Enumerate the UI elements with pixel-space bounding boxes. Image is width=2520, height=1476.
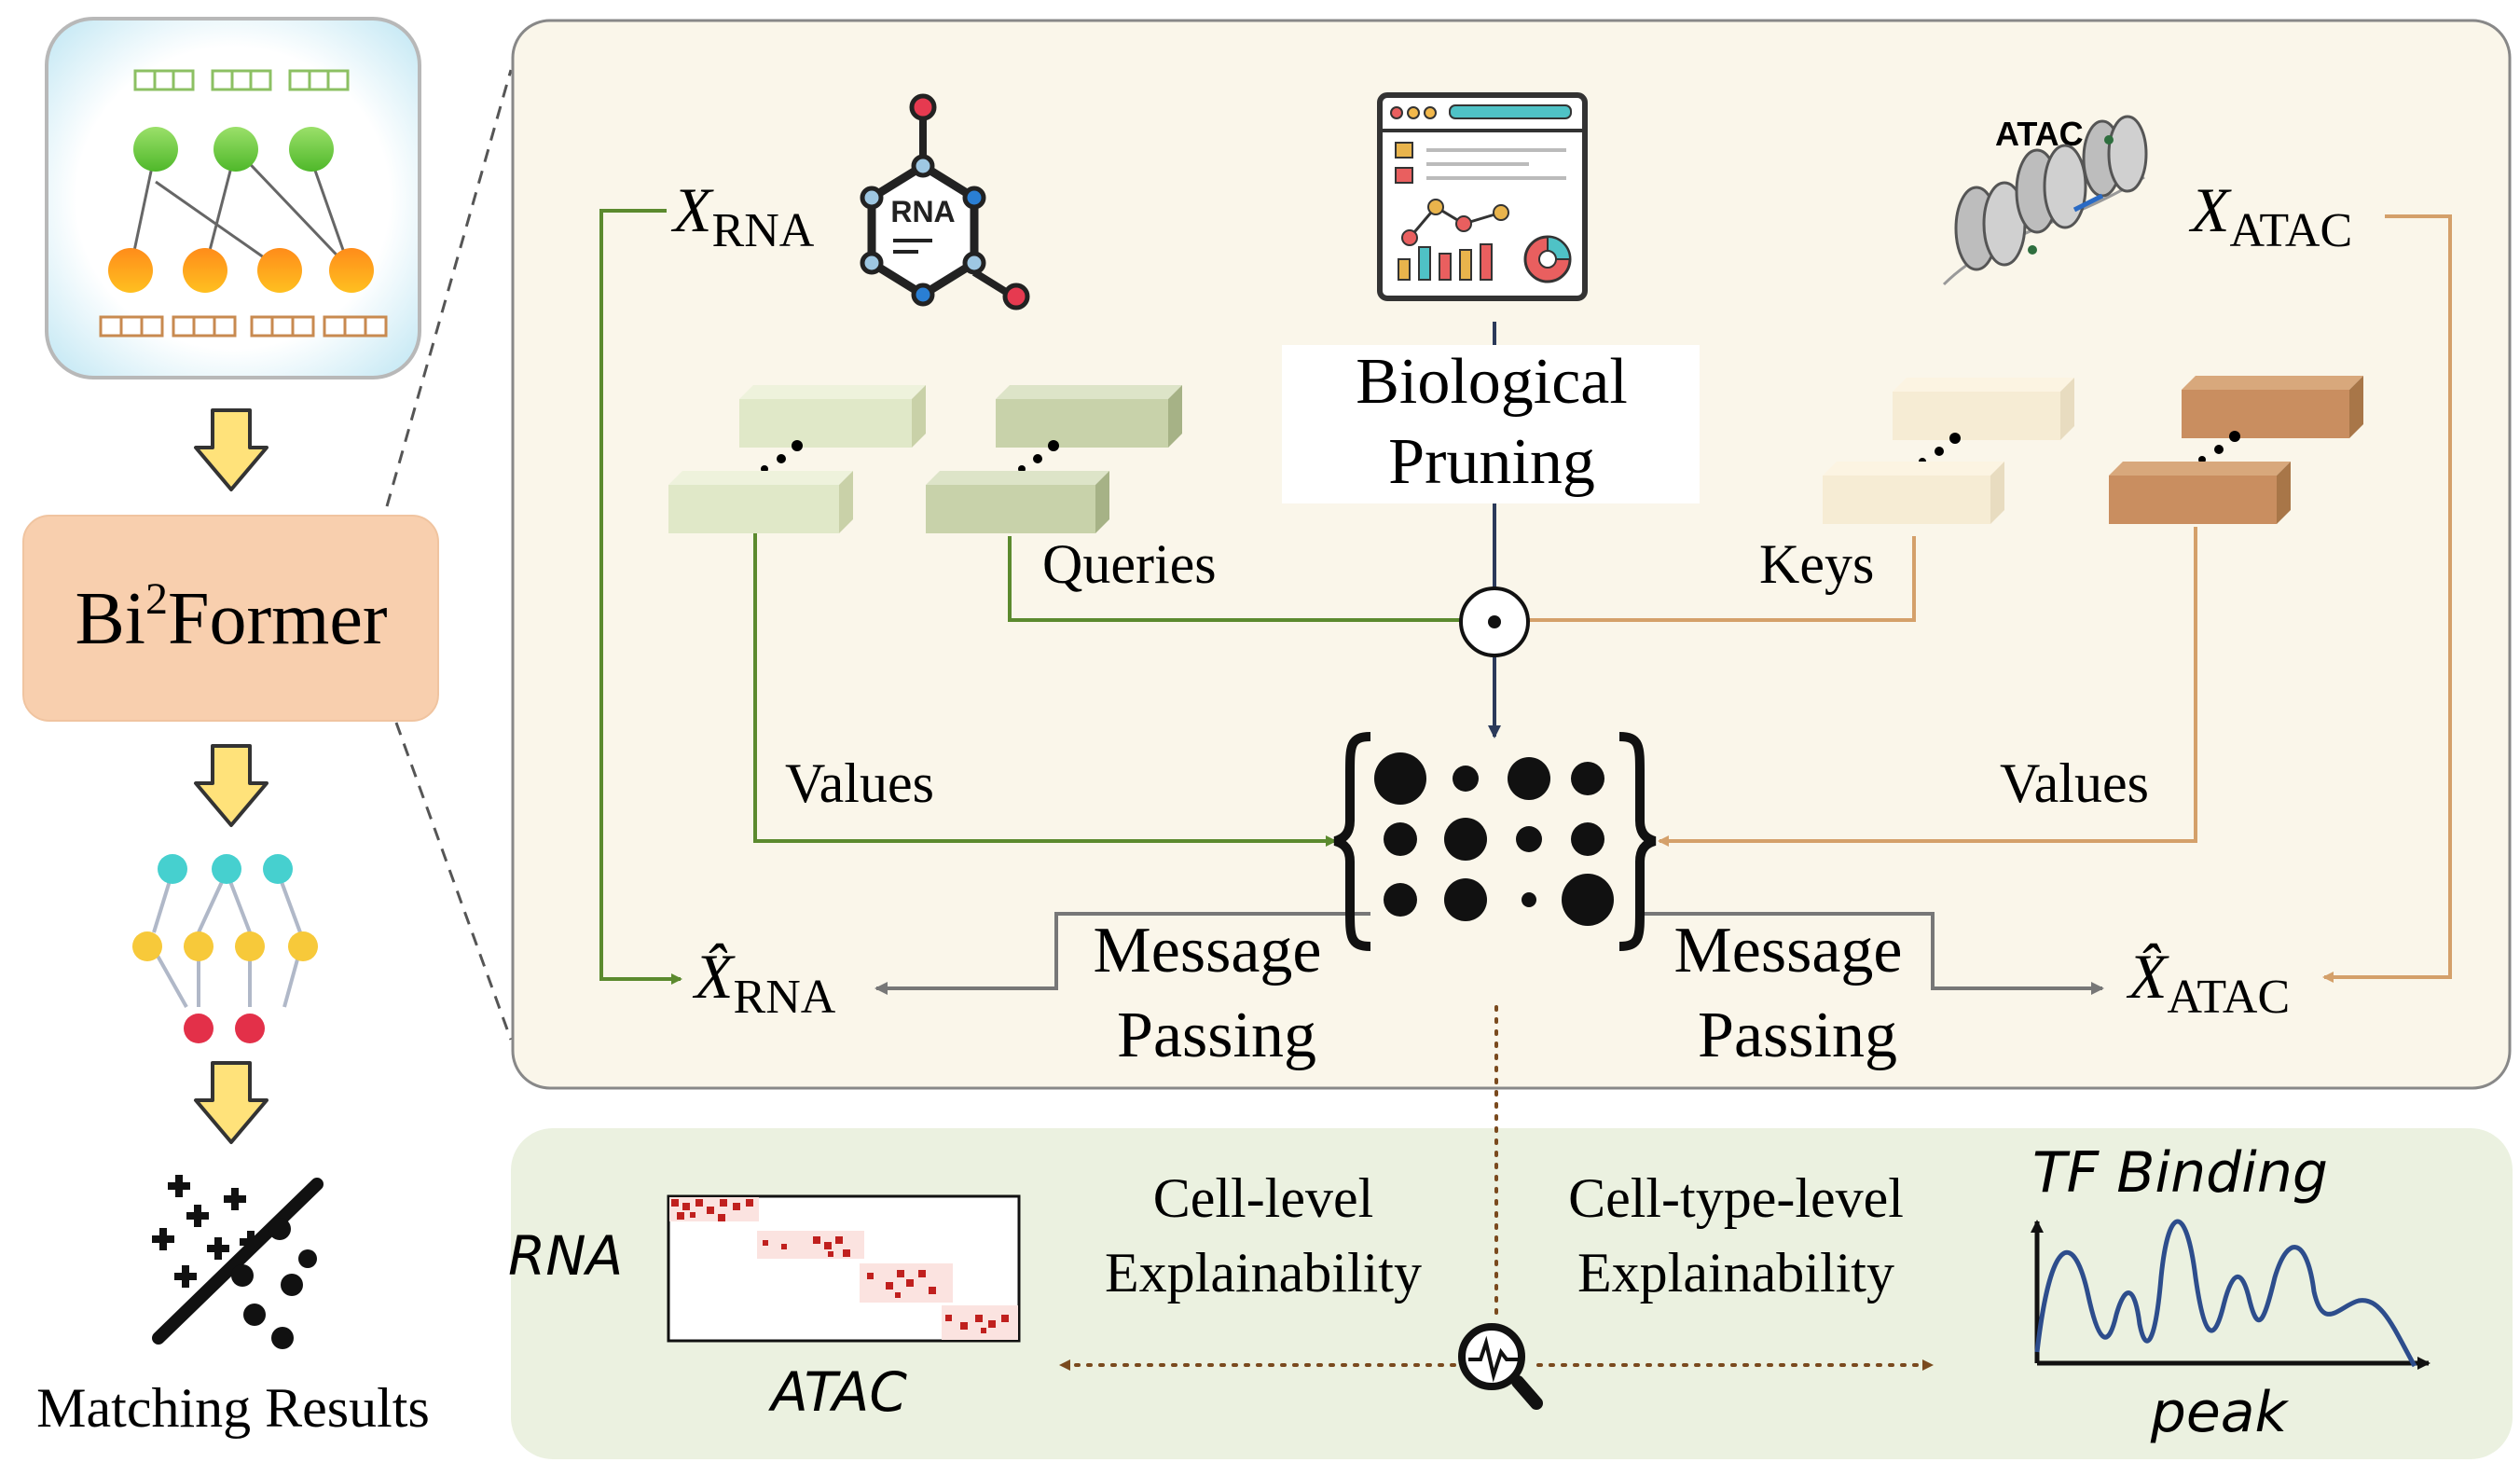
- message-passing-right-line1: Message: [1674, 915, 1903, 986]
- green-nodes: [133, 127, 334, 172]
- elementwise-product-icon: [1459, 586, 1530, 657]
- xhat-atac-label: X̂ATAC: [2126, 941, 2290, 1024]
- chromatin-icon: ATAC: [1942, 115, 2148, 286]
- tf-binding-plot: TF Binding peak: [2031, 1140, 2430, 1445]
- biological-pruning-box: Biological Pruning: [1282, 345, 1700, 503]
- heatmap-cells: [669, 1197, 1018, 1340]
- cell-level-line2: Explainability: [1105, 1242, 1422, 1304]
- attention-weights: [1374, 752, 1614, 926]
- down-arrow-icon: [194, 1061, 269, 1144]
- queries-label: Queries: [1042, 533, 1217, 595]
- heatmap-atac-axis: ATAC: [767, 1360, 907, 1424]
- values-right-label: Values: [2000, 752, 2149, 814]
- attention-matrix: [1333, 732, 1657, 951]
- atac-flow-lines: [1524, 214, 2452, 983]
- results-label: Matching Results: [36, 1377, 430, 1439]
- cell-type-level-line2: Explainability: [1577, 1242, 1894, 1304]
- hierarchy-graph-icon: [132, 854, 318, 1043]
- embedding-block: [2182, 376, 2363, 438]
- pruning-line1: Biological: [1356, 346, 1628, 418]
- keys-label: Keys: [1759, 533, 1874, 595]
- embedding-block: [926, 471, 1109, 533]
- zoom-connectors: [385, 69, 513, 1041]
- tf-axis-peak: peak: [2150, 1380, 2290, 1445]
- down-arrow-icon: [194, 744, 269, 827]
- model-box: Bi2Former: [22, 515, 439, 722]
- bottom-feature-cells: [99, 315, 388, 338]
- down-arrow-icon: [194, 408, 269, 491]
- x-atac-label: XATAC: [2188, 174, 2352, 257]
- svg-text:Bi2Former: Bi2Former: [75, 574, 387, 660]
- message-passing-lines: [874, 912, 2104, 995]
- message-passing-left-line2: Passing: [1117, 1000, 1316, 1071]
- cell-level-line1: Cell-level: [1153, 1167, 1374, 1229]
- magnifier-icon: [1458, 1323, 1543, 1410]
- message-passing-left-line1: Message: [1094, 915, 1322, 986]
- matching-results-icon: [152, 1175, 324, 1349]
- tf-binding-title: TF Binding: [2032, 1140, 2328, 1206]
- embedding-block: [996, 385, 1182, 448]
- rna-embedding-blocks: [668, 385, 1182, 533]
- cell-type-level-line1: Cell-type-level: [1568, 1167, 1904, 1229]
- main-panel: XRNA XATAC X̂RNA X̂ATAC RNA: [511, 19, 2512, 1090]
- message-passing-right-line2: Passing: [1698, 1000, 1897, 1071]
- heatmap-rna-axis: RNA: [508, 1224, 623, 1288]
- xhat-rna-label: X̂RNA: [692, 941, 836, 1024]
- rna-flow-lines: [599, 209, 1464, 985]
- embedding-block: [2109, 462, 2291, 524]
- embedding-block: [739, 385, 926, 448]
- orange-nodes: [108, 248, 374, 293]
- left-column: Bi2Former: [22, 17, 513, 1439]
- x-rna-label: XRNA: [670, 174, 815, 257]
- embedding-block: [1893, 378, 2074, 440]
- values-left-label: Values: [785, 752, 934, 814]
- model-superscript: 2: [145, 574, 168, 624]
- embedding-block: [1823, 462, 2004, 524]
- input-graph-panel: [45, 17, 421, 379]
- rna-atac-heatmap: RNA: [508, 1194, 1021, 1424]
- explainability-panel: RNA: [508, 1005, 2513, 1459]
- model-name-rest: Former: [168, 578, 388, 660]
- model-name: Bi: [75, 578, 145, 660]
- rna-icon-text: RNA: [890, 195, 955, 228]
- top-feature-cells: [133, 69, 350, 91]
- rna-molecule-icon: RNA: [860, 93, 1030, 310]
- atac-embedding-blocks: [1823, 376, 2363, 524]
- dashboard-icon: [1377, 92, 1588, 301]
- embedding-block: [668, 471, 853, 533]
- pruning-line2: Pruning: [1388, 426, 1595, 498]
